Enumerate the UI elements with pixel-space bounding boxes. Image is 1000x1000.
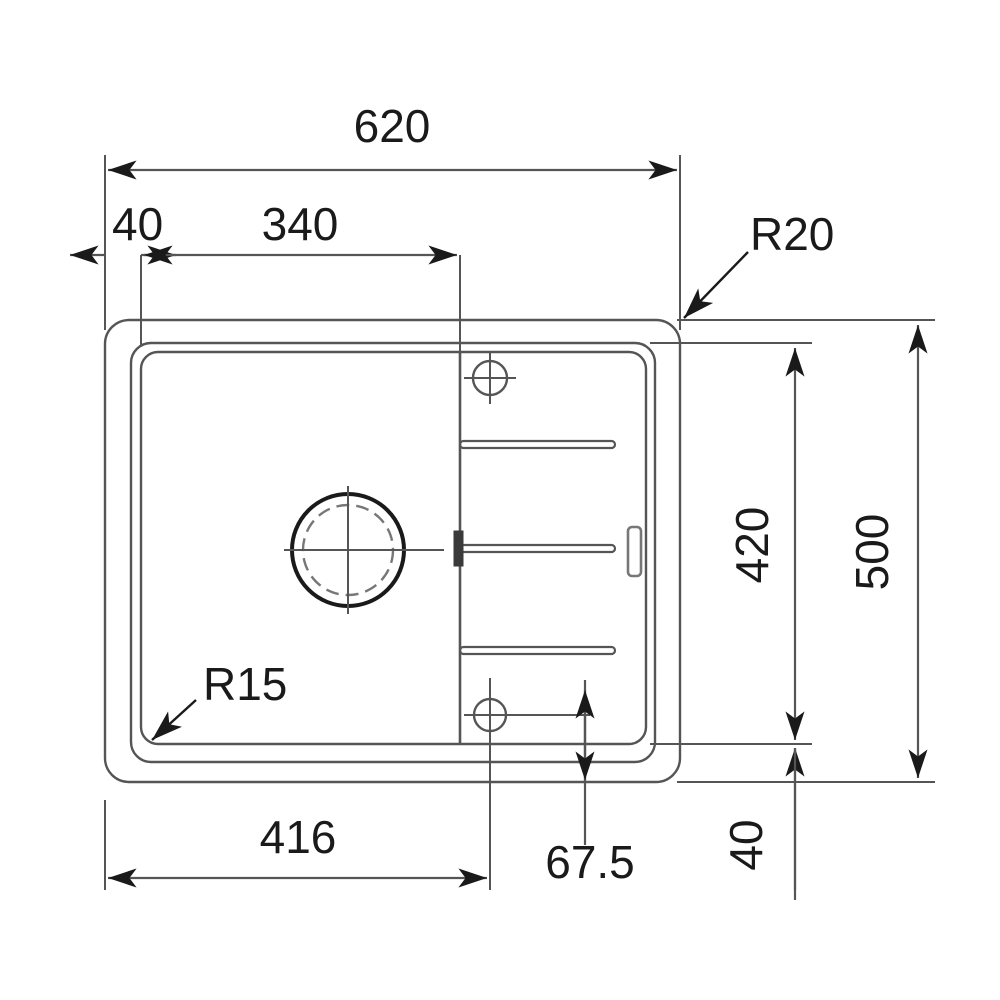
dimension-416: 416 (108, 811, 487, 888)
drainboard-rib-middle (458, 543, 617, 554)
dim-40-bottom-label: 40 (720, 819, 772, 870)
dim-340-label: 340 (262, 198, 339, 250)
sink-body (103, 318, 682, 784)
sink-outer-rim (103, 318, 682, 784)
dim-620-label: 620 (354, 100, 431, 152)
dimension-40-top: 40 (70, 198, 176, 265)
dim-420-label: 420 (726, 507, 778, 584)
dim-67-5-label: 67.5 (545, 836, 635, 888)
radius-callout-R15: R15 (151, 658, 287, 741)
radius-callout-R20: R20 (683, 208, 834, 319)
drain-outlet (284, 486, 444, 614)
drainboard-ribs (453, 439, 617, 656)
drain-channel-slot (626, 525, 643, 578)
rad-R20-label: R20 (750, 208, 834, 260)
sink-rim-inner-edge (129, 341, 657, 764)
tap-hole (464, 352, 516, 404)
dimension-67-5: 67.5 (545, 680, 635, 888)
rad-R15-label: R15 (203, 658, 287, 710)
extension-lines (104, 155, 935, 890)
drainboard-notch-tab (453, 530, 464, 567)
drainboard-rib-bottom (458, 645, 617, 656)
dimension-40-bottom: 40 (720, 748, 805, 900)
dimension-500: 500 (846, 325, 928, 778)
dimension-340: 340 (144, 198, 457, 265)
dim-500-label: 500 (846, 514, 898, 591)
dim-416-label: 416 (260, 811, 337, 863)
dim-40-top-label: 40 (112, 198, 163, 250)
dimension-620: 620 (108, 100, 677, 180)
dimension-420: 420 (726, 348, 805, 740)
sink-inner-basin (139, 350, 648, 746)
drainboard-rib-top (458, 439, 617, 450)
